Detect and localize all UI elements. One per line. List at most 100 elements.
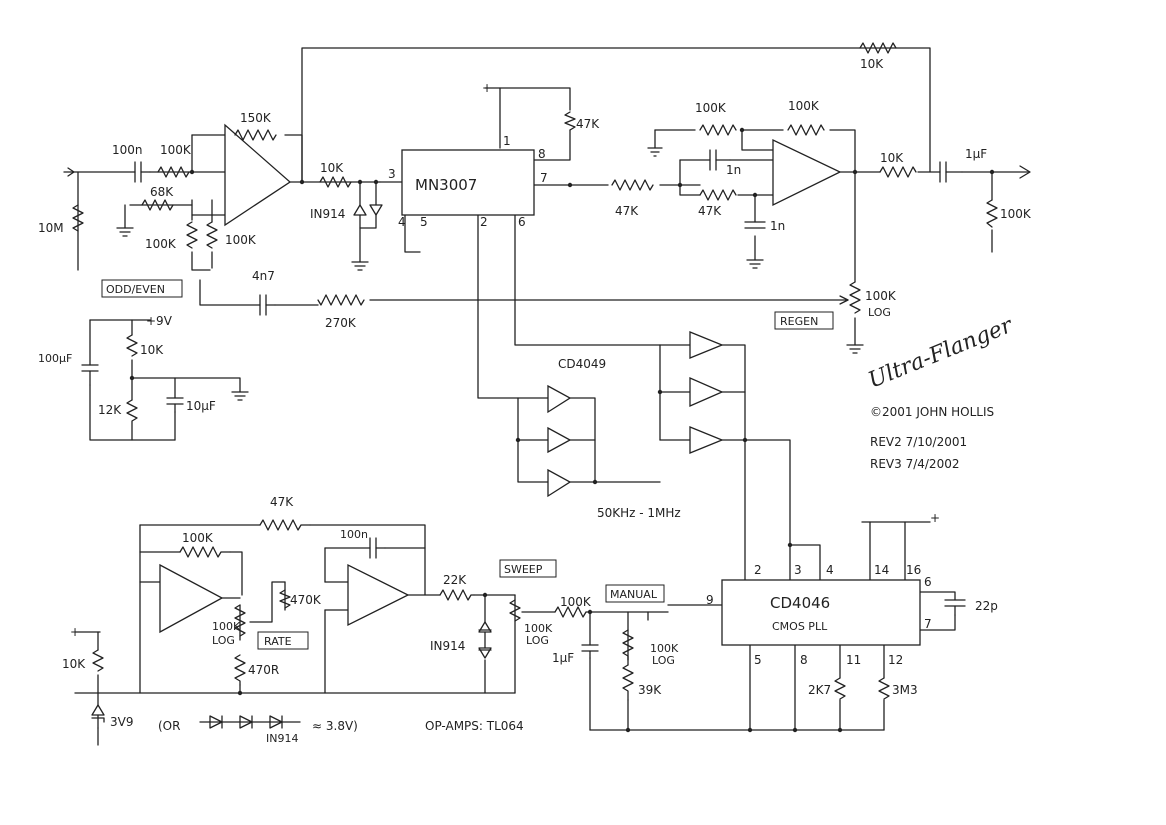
label-supply-9v: +9V (146, 314, 173, 328)
label-title: Ultra-Flanger (865, 313, 1017, 394)
label-c-100n-in: 100n (112, 143, 143, 157)
label-pll-pin6: 6 (924, 575, 932, 589)
label-r-100k-lfo: 100K (182, 531, 214, 545)
label-r-47k-b: 47K (698, 204, 722, 218)
inverters-cd4049 (547, 331, 724, 498)
label-pot-rate: 100K (212, 620, 241, 633)
label-pot-man-log: LOG (652, 654, 675, 667)
opamp-output-filter (772, 138, 842, 207)
label-pin3: 3 (388, 167, 396, 181)
output-arrow (1019, 165, 1031, 179)
label-chip-pll-sub: CMOS PLL (772, 620, 828, 633)
label-r-10k-sup: 10K (140, 343, 164, 357)
label-pll-pin7: 7 (924, 617, 932, 631)
label-c-10uf: 10µF (186, 399, 216, 413)
junctions (129, 127, 995, 733)
label-pot-sweep-log: LOG (526, 634, 549, 647)
label-diodes: IN914 (310, 207, 345, 221)
label-r-10k-zener: 10K (62, 657, 86, 671)
label-r-100k-fb1: 100K (695, 101, 727, 115)
label-pin6: 6 (518, 215, 526, 229)
label-r-100k-even: 100K (225, 233, 257, 247)
label-r-470r: 470R (248, 663, 279, 677)
label-rev2: REV2 7/10/2001 (870, 435, 967, 449)
label-c-1uf-man: 1µF (552, 651, 574, 665)
label-pll-pin4: 4 (826, 563, 834, 577)
label-r-10k-top: 10K (320, 161, 344, 175)
label-r-100k-man: 100K (560, 595, 592, 609)
label-r-10k-out: 10K (880, 151, 904, 165)
label-pin8: 8 (538, 147, 546, 161)
label-r-100k-in: 100K (160, 143, 192, 157)
label-r-270k: 270K (325, 316, 357, 330)
label-pll-pin14: 14 (874, 563, 889, 577)
label-zener: 3V9 (110, 715, 133, 729)
plus-mn3007: + (482, 81, 492, 95)
label-r-47k-lfo: 47K (270, 495, 294, 509)
label-c-22p: 22p (975, 599, 998, 613)
label-r-3m3: 3M3 (892, 683, 918, 697)
label-diodes-lfo: IN914 (430, 639, 465, 653)
label-zener-note-diodes: IN914 (266, 732, 298, 745)
input-arrow (67, 167, 75, 177)
label-c-1n-a: 1n (726, 163, 741, 177)
label-r-39k: 39K (638, 683, 662, 697)
label-zener-note-a: (OR (158, 719, 180, 733)
label-r-47k-pull: 47K (576, 117, 600, 131)
label-pll-pin8: 8 (800, 653, 808, 667)
label-pll-pin12: 12 (888, 653, 903, 667)
label-r-100k-odd: 100K (145, 237, 177, 251)
label-r-47k-a: 47K (615, 204, 639, 218)
plus-zener: + (70, 625, 80, 639)
label-r-150k: 150K (240, 111, 272, 125)
label-r-100k-fb2: 100K (788, 99, 820, 113)
label-pin5: 5 (420, 215, 428, 229)
label-pot-regen-log: LOG (868, 306, 891, 319)
label-pin4: 4 (398, 215, 406, 229)
label-sweep: SWEEP (504, 563, 543, 576)
components (67, 42, 1031, 733)
chip-cd4046 (721, 579, 921, 646)
opamp-lfo-integrator (159, 563, 224, 634)
label-c-1n-b: 1n (770, 219, 785, 233)
resistors (72, 42, 998, 701)
grounds (116, 147, 864, 401)
label-pll-pin9: 9 (706, 593, 714, 607)
label-r-100k-load: 100K (1000, 207, 1032, 221)
label-manual: MANUAL (610, 588, 658, 601)
chip-mn3007 (401, 149, 535, 216)
label-r-470k: 470K (290, 593, 322, 607)
capacitors (81, 149, 966, 659)
label-pll-pin11: 11 (846, 653, 861, 667)
label-c-100n-lfo: 100n (340, 528, 368, 541)
diodes (91, 204, 492, 729)
label-r-10m: 10M (38, 221, 64, 235)
label-pin2: 2 (480, 215, 488, 229)
label-pll-pin5: 5 (754, 653, 762, 667)
label-rev3: REV3 7/4/2002 (870, 457, 959, 471)
label-pot-rate-log: LOG (212, 634, 235, 647)
label-pin1: 1 (503, 134, 511, 148)
regen-wiper-arrow (839, 295, 849, 305)
wires (63, 47, 1029, 746)
label-pll-pin3: 3 (794, 563, 802, 577)
label-r-68k: 68K (150, 185, 174, 199)
label-chip-inv: CD4049 (558, 357, 606, 371)
label-pin7: 7 (540, 171, 548, 185)
label-c-4n7: 4n7 (252, 269, 275, 283)
label-chip-bbd: MN3007 (415, 176, 477, 194)
label-opamps: OP-AMPS: TL064 (425, 719, 524, 733)
label-c-1uf-out: 1µF (965, 147, 987, 161)
label-zener-note-b: ≈ 3.8V) (312, 719, 358, 733)
label-r-12k: 12K (98, 403, 122, 417)
label-pot-regen: 100K (865, 289, 897, 303)
label-r-2k7: 2K7 (808, 683, 831, 697)
opamp-input-buffer (224, 123, 292, 227)
label-copyright: ©2001 JOHN HOLLIS (870, 405, 994, 419)
label-r-10k-fb: 10K (860, 57, 884, 71)
label-odd-even: ODD/EVEN (106, 283, 165, 296)
label-freq-range: 50KHz - 1MHz (597, 506, 681, 520)
label-r-22k: 22K (443, 573, 467, 587)
plus-pll: + (930, 511, 940, 525)
